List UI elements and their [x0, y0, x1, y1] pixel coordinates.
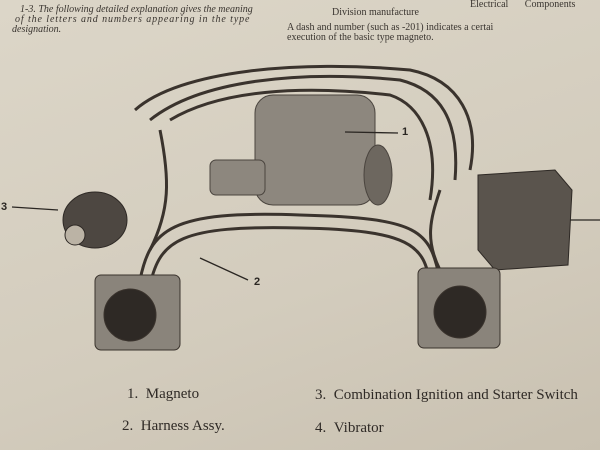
- distributor-caps: [94, 267, 501, 351]
- legend-label: Magneto: [145, 386, 200, 402]
- right-line-1: A dash and number (such as -201) indicat…: [287, 22, 494, 33]
- legend-label: Harness Assy.: [140, 418, 225, 434]
- right-line-0: Division manufacture: [332, 7, 419, 18]
- magneto: [209, 94, 393, 206]
- legend-label: Combination Ignition and Starter Switch: [333, 387, 578, 403]
- right-line-2: execution of the basic type magneto.: [287, 32, 434, 43]
- right-top-partial: Electrical Components: [470, 0, 576, 10]
- harness-cable: [134, 64, 474, 171]
- legend-num: 4.: [315, 420, 327, 436]
- vibrator: [477, 169, 573, 271]
- callout-2: 2: [254, 276, 261, 288]
- legend-num: 1.: [127, 386, 139, 402]
- legend-item-1: 1. Magneto: [127, 386, 199, 403]
- legend-item-4: 4. Vibrator: [315, 420, 384, 437]
- switch: [62, 191, 128, 249]
- legend-item-3: 3. Combination Ignition and Starter Swit…: [315, 387, 578, 404]
- legend-num: 3.: [315, 387, 327, 403]
- intro-line-1: 1-3. The following detailed explanation …: [20, 4, 253, 15]
- legend-num: 2.: [122, 418, 134, 434]
- intro-line-2: of the letters and numbers appearing in …: [15, 14, 251, 25]
- intro-line-3: designation.: [12, 24, 62, 35]
- legend-label: Vibrator: [333, 420, 384, 436]
- legend-item-2: 2. Harness Assy.: [122, 418, 225, 435]
- callout-1: 1: [402, 126, 409, 138]
- callout-3: 3: [1, 201, 8, 213]
